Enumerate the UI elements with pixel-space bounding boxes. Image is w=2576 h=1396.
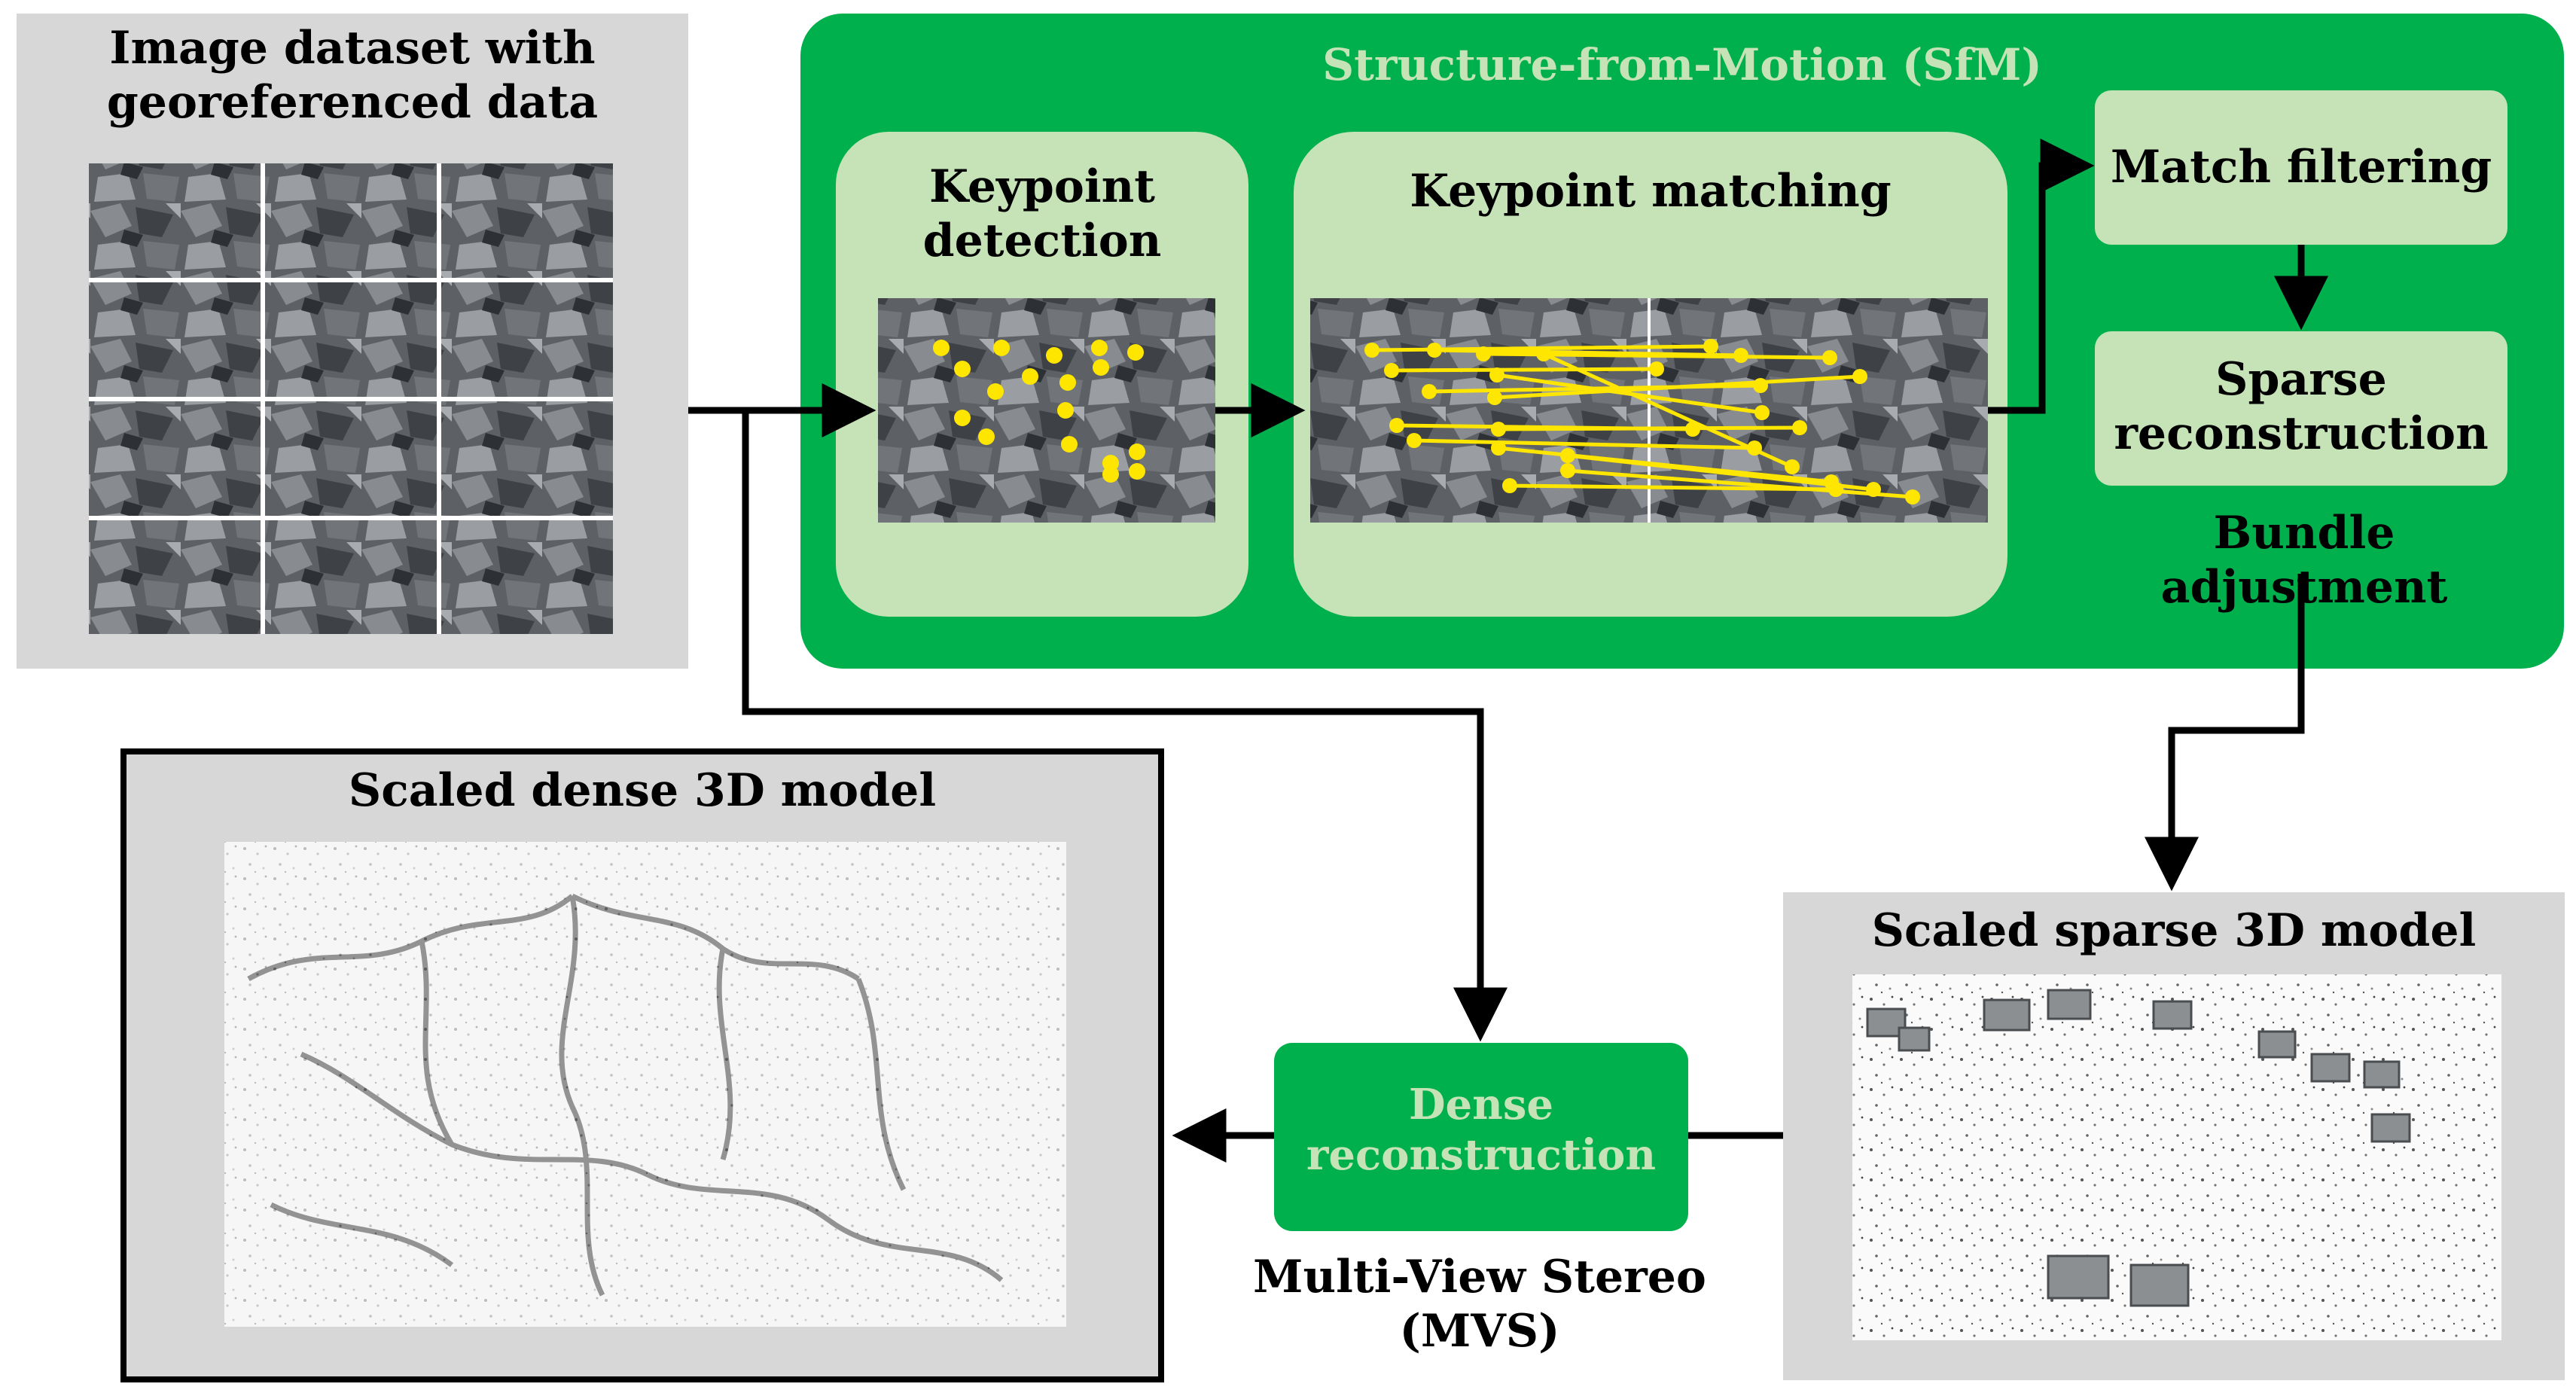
sparse-reconstruction-box [2095, 331, 2507, 486]
bundle-adjustment-label: Bundle adjustment [2160, 507, 2448, 614]
mvs-caption-line2: (MVS) [1399, 1305, 1560, 1358]
keypoint-detection-label: Keypoint detection [836, 160, 1248, 268]
keypoint-matching-photos [1310, 298, 1988, 523]
sfm-title: Structure-from-Motion (SfM) [1322, 39, 2042, 90]
mvs-caption: Multi-View Stereo (MVS) [1175, 1250, 1785, 1358]
dense-reconstruction-line1: Dense [1408, 1080, 1554, 1129]
sparse-reconstruction-label: Sparse reconstruction [2095, 352, 2507, 461]
dense-reconstruction-box [1274, 1043, 1688, 1231]
keypoint-detection-line2: detection [922, 215, 1162, 267]
flow-arrows [688, 139, 2328, 1163]
input-panel-title: Image dataset with georeferenced data [17, 21, 688, 130]
image-grid [89, 163, 613, 634]
input-title-line1: Image dataset with [109, 22, 596, 75]
sparse-reconstruction-line2: reconstruction [2114, 407, 2489, 460]
dense-reconstruction-label: Dense reconstruction [1274, 1080, 1688, 1181]
keypoint-matching-label: Keypoint matching [1410, 165, 1892, 218]
keypoint-detection-line1: Keypoint [929, 160, 1155, 213]
input-title-line2: georeferenced data [106, 76, 599, 129]
dense-model-title: Scaled dense 3D model [348, 764, 937, 817]
sparse-model-title: Scaled sparse 3D model [1871, 904, 2477, 957]
dense-model-image [224, 842, 1066, 1327]
sparse-reconstruction-line1: Sparse [2215, 353, 2387, 406]
sparse-model-image [1852, 974, 2501, 1340]
match-filtering-label: Match filtering [2110, 141, 2492, 194]
dense-reconstruction-line2: reconstruction [1306, 1130, 1657, 1181]
keypoint-detection-photo [878, 298, 1215, 523]
mvs-caption-line1: Multi-View Stereo [1253, 1251, 1706, 1303]
match-filtering-box [2095, 90, 2507, 245]
